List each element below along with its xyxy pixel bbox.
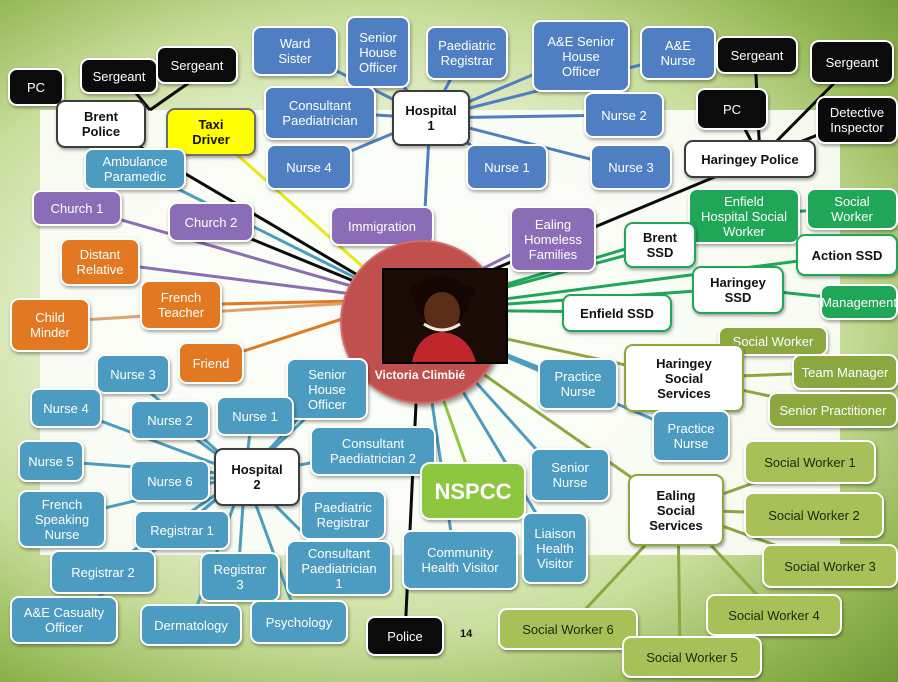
social-worker-green-node: Social Worker — [806, 188, 898, 230]
haringey-social-services-node: Haringey Social Services — [624, 344, 744, 412]
consultant-paediatrician-1-node: Consultant Paediatrician 1 — [286, 540, 392, 596]
management-node: Management — [820, 284, 898, 320]
haringey-ssd-node: Haringey SSD — [692, 266, 784, 314]
senior-house-officer-top-node: Senior House Officer — [346, 16, 410, 88]
sergeant-right-node: Sergeant — [716, 36, 798, 74]
nurse-4-left-node: Nurse 4 — [30, 388, 102, 428]
center-label: Victoria Climbié — [374, 368, 466, 382]
practice-nurse-2-node: Practice Nurse — [652, 410, 730, 462]
immigration-node: Immigration — [330, 206, 434, 246]
police-node: Police — [366, 616, 444, 656]
ae-nurse-node: A&E Nurse — [640, 26, 716, 80]
registrar-2-node: Registrar 2 — [50, 550, 156, 594]
pc-left-node: PC — [8, 68, 64, 106]
social-worker-1-node: Social Worker 1 — [744, 440, 876, 484]
link-church-1 — [79, 206, 401, 302]
hospital-2-node: Hospital 2 — [214, 448, 300, 506]
ward-sister-node: Ward Sister — [252, 26, 338, 76]
consultant-paediatrician-top-node: Consultant Paediatrician — [264, 86, 376, 140]
page-number: 14 — [460, 628, 473, 640]
taxi-driver-node: Taxi Driver — [166, 108, 256, 156]
french-teacher-node: French Teacher — [140, 280, 222, 330]
brent-police-node: Brent Police — [56, 100, 146, 148]
haringey-police-node: Haringey Police — [684, 140, 816, 178]
community-health-visitor-node: Community Health Visitor — [402, 530, 518, 590]
paediatric-registrar-top-node: Paediatric Registrar — [426, 26, 508, 80]
dermatology-node: Dermatology — [140, 604, 242, 646]
social-worker-2-node: Social Worker 2 — [744, 492, 884, 538]
consultant-paediatrician-2-node: Consultant Paediatrician 2 — [310, 426, 436, 476]
friend-node: Friend — [178, 342, 244, 384]
church-2-node: Church 2 — [168, 202, 254, 242]
senior-practitioner-node: Senior Practitioner — [768, 392, 898, 428]
registrar-1-node: Registrar 1 — [134, 510, 230, 550]
nurse-2-left-node: Nurse 2 — [130, 400, 210, 440]
social-worker-3-node: Social Worker 3 — [762, 544, 898, 588]
social-worker-olive-node: Social Worker — [718, 326, 828, 356]
ae-senior-house-officer-node: A&E Senior House Officer — [532, 20, 630, 92]
sergeant-right-node-2: Sergeant — [810, 40, 894, 84]
practice-nurse-1-node: Practice Nurse — [538, 358, 618, 410]
nurse-3-left-node: Nurse 3 — [96, 354, 170, 394]
nurse-6-node: Nurse 6 — [130, 460, 210, 502]
nurse-2-top-node: Nurse 2 — [584, 92, 664, 138]
senior-house-officer-mid-node: Senior House Officer — [286, 358, 368, 420]
sergeant-left-node-2: Sergeant — [156, 46, 238, 84]
enfield-hospital-social-worker-node: Enfield Hospital Social Worker — [688, 188, 800, 244]
ambulance-paramedic-node: Ambulance Paramedic — [84, 148, 186, 190]
ealing-homeless-families-node: Ealing Homeless Families — [510, 206, 596, 272]
distant-relative-node: Distant Relative — [60, 238, 140, 286]
psychology-node: Psychology — [250, 600, 348, 644]
ealing-social-services-node: Ealing Social Services — [628, 474, 724, 546]
child-minder-node: Child Minder — [10, 298, 90, 352]
church-1-node: Church 1 — [32, 190, 122, 226]
victoria-portrait-image — [382, 268, 508, 364]
nurse-4-top-node: Nurse 4 — [266, 144, 352, 190]
liaison-health-visitor-node: Liaison Health Visitor — [522, 512, 588, 584]
paediatric-registrar-low-node: Paediatric Registrar — [300, 490, 386, 540]
nspcc-node: NSPCC — [420, 462, 526, 520]
registrar-3-node: Registrar 3 — [200, 552, 280, 602]
nurse-1-top-node: Nurse 1 — [466, 144, 548, 190]
nurse-1-left-node: Nurse 1 — [216, 396, 294, 436]
sergeant-left-node: Sergeant — [80, 58, 158, 94]
nurse-5-node: Nurse 5 — [18, 440, 84, 482]
french-speaking-nurse-node: French Speaking Nurse — [18, 490, 106, 548]
hospital-1-node: Hospital 1 — [392, 90, 470, 146]
pc-right-node: PC — [696, 88, 768, 130]
portrait-icon — [384, 270, 506, 362]
action-ssd-node: Action SSD — [796, 234, 898, 276]
brent-ssd-node: Brent SSD — [624, 222, 696, 268]
social-worker-4-node: Social Worker 4 — [706, 594, 842, 636]
nurse-3-top-node: Nurse 3 — [590, 144, 672, 190]
social-worker-5-node: Social Worker 5 — [622, 636, 762, 678]
ae-casualty-officer-node: A&E Casualty Officer — [10, 596, 118, 644]
enfield-ssd-node: Enfield SSD — [562, 294, 672, 332]
team-manager-node: Team Manager — [792, 354, 898, 390]
senior-nurse-node: Senior Nurse — [530, 448, 610, 502]
detective-inspector-node: Detective Inspector — [816, 96, 898, 144]
social-worker-6-node: Social Worker 6 — [498, 608, 638, 650]
